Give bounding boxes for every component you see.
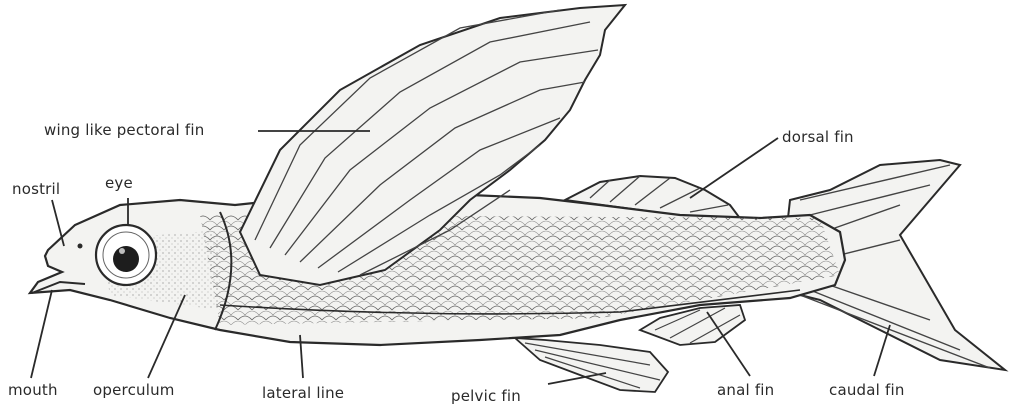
label-anal-fin: anal fin xyxy=(717,381,774,399)
eye-icon xyxy=(96,225,156,285)
leader-dorsal xyxy=(690,138,778,198)
label-mouth: mouth xyxy=(8,381,58,399)
pelvic-fin xyxy=(515,338,668,392)
leader-caudal xyxy=(874,325,890,376)
leader-mouth xyxy=(31,290,52,378)
leader-nostril xyxy=(52,200,64,246)
label-nostril: nostril xyxy=(12,180,60,198)
label-lateral-line: lateral line xyxy=(262,384,344,402)
label-pelvic-fin: pelvic fin xyxy=(451,387,521,405)
label-caudal-fin: caudal fin xyxy=(829,381,905,399)
label-operculum: operculum xyxy=(93,381,175,399)
label-dorsal-fin: dorsal fin xyxy=(782,128,854,146)
label-eye: eye xyxy=(105,174,133,192)
label-pectoral-fin: wing like pectoral fin xyxy=(44,121,204,139)
nostril xyxy=(78,244,83,249)
